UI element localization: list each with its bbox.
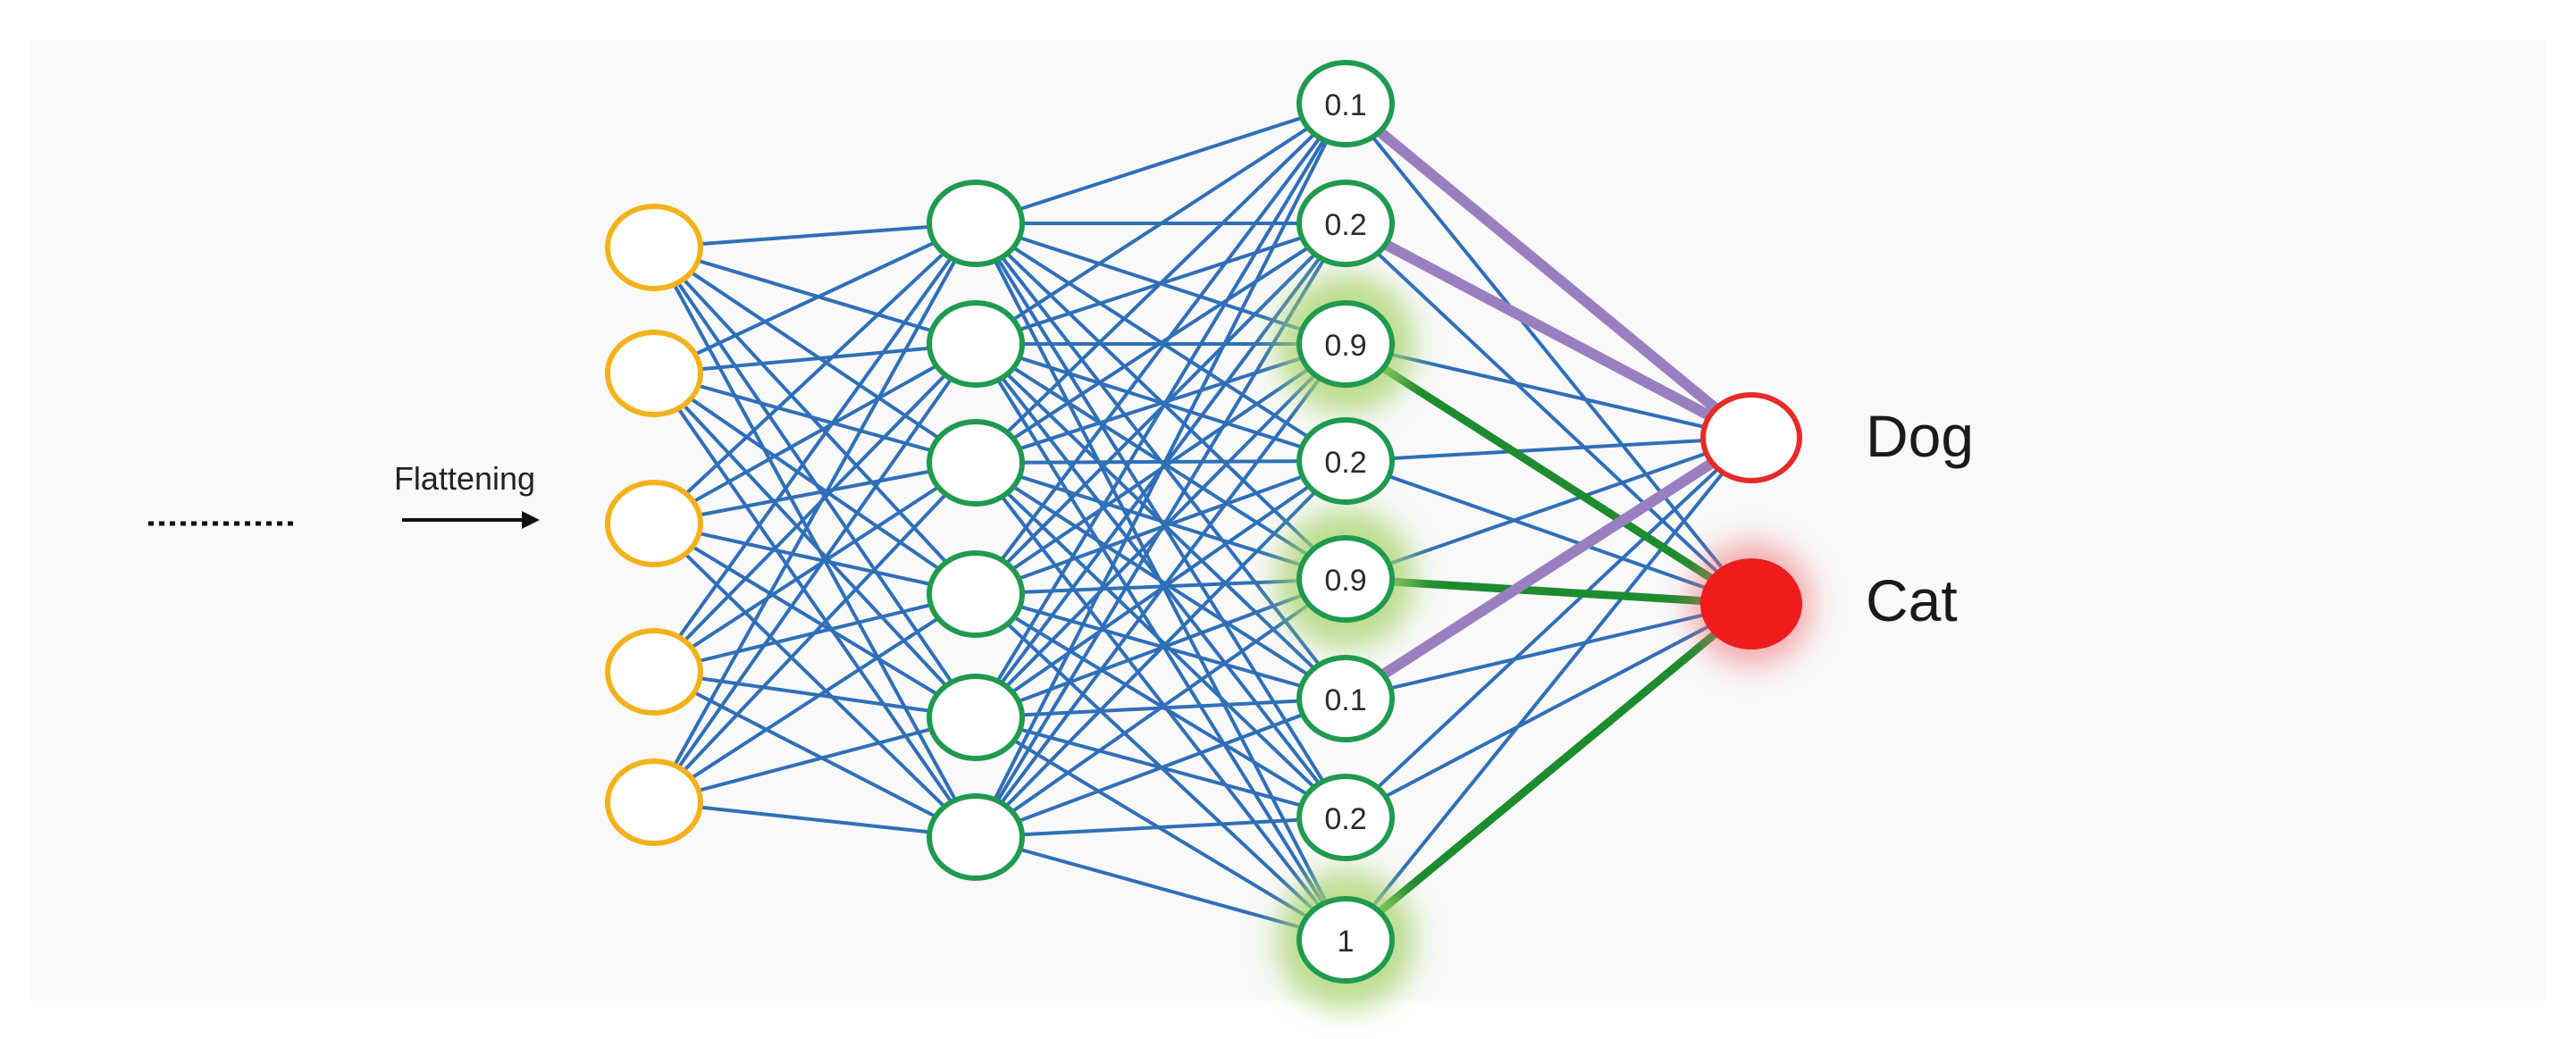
edge-input-0-hidden1-3 — [652, 246, 978, 596]
hidden1-neuron — [927, 180, 1025, 267]
edge-hidden1-0-hidden2-0 — [974, 102, 1347, 225]
edge-input-4-hidden1-4 — [652, 716, 978, 804]
input-neuron — [605, 330, 703, 417]
edge-input-1-hidden1-5 — [652, 372, 978, 839]
hidden2-value: 1 — [1338, 925, 1355, 959]
input-neuron — [605, 480, 703, 567]
edge-input-4-hidden1-1 — [652, 342, 978, 804]
hidden2-neuron — [1296, 417, 1395, 505]
hidden2-neuron — [1296, 300, 1395, 388]
edge-input-4-hidden1-5 — [652, 800, 978, 839]
edge-input-2-hidden1-5 — [652, 522, 978, 839]
hidden2-neuron — [1296, 774, 1395, 861]
edge-input-0-hidden1-0 — [652, 222, 978, 249]
hidden2-neuron — [1296, 535, 1395, 623]
edge-hidden1-2-hidden2-0 — [974, 102, 1347, 465]
edge-input-1-hidden1-1 — [652, 342, 978, 375]
edge-hidden2-6-output-0 — [1344, 436, 1753, 819]
edge-input-1-hidden1-2 — [652, 372, 978, 465]
edge-hidden1-2-hidden2-7 — [974, 461, 1347, 942]
edge-hidden1-5-hidden2-6 — [974, 816, 1347, 839]
neurons: 0.1 0.2 0.9 0.2 0.9 0.1 0.2 1 — [605, 60, 1802, 984]
hidden2-value: 0.9 — [1324, 329, 1366, 363]
input-neuron — [605, 758, 703, 846]
edge-input-1-hidden1-4 — [652, 372, 978, 719]
edge-input-4-hidden1-0 — [652, 222, 978, 804]
edge-hidden2-3-output-0 — [1344, 436, 1753, 463]
edge-hidden1-3-hidden2-0 — [974, 102, 1347, 596]
edge-input-2-hidden1-1 — [652, 342, 978, 525]
edge-hidden1-5-hidden2-3 — [974, 459, 1347, 839]
hidden1-neuron — [927, 550, 1025, 638]
edge-hidden1-5-hidden2-4 — [974, 577, 1347, 839]
flattening-arrow — [402, 511, 540, 529]
edge-hidden2-5-output-0 — [1340, 432, 1757, 704]
edge-input-3-hidden1-5 — [652, 670, 978, 839]
edge-input-0-hidden1-1 — [652, 246, 978, 346]
edge-hidden2-4-output-0 — [1344, 436, 1753, 581]
hidden2-value: 0.2 — [1324, 446, 1366, 480]
hidden2-value: 0.1 — [1324, 88, 1366, 122]
edge-hidden2-2-output-1 — [1341, 339, 1756, 608]
edge-hidden2-7-output-0 — [1344, 436, 1753, 942]
edge-hidden1-1-hidden2-0 — [974, 102, 1347, 346]
output-label-dog: Dog — [1866, 403, 1974, 469]
edge-hidden2-6-output-1 — [1344, 602, 1753, 819]
flattening-label: Flattening — [394, 460, 535, 497]
hidden2-neuron — [1296, 655, 1395, 742]
output-connections — [1340, 98, 1757, 944]
hidden2-neuron — [1296, 180, 1395, 267]
edge-hidden1-2-hidden2-3 — [974, 459, 1347, 465]
hidden1-neuron — [927, 674, 1025, 761]
edge-input-2-hidden1-4 — [652, 522, 978, 719]
input-neuron — [605, 204, 703, 291]
hidden1-neuron — [927, 300, 1025, 388]
edge-input-3-hidden1-1 — [652, 342, 978, 674]
edge-input-3-hidden1-0 — [652, 222, 978, 674]
hidden2-value: 0.2 — [1324, 802, 1366, 836]
output-label-cat: Cat — [1866, 567, 1958, 633]
edge-input-3-hidden1-2 — [652, 461, 978, 674]
input-neuron — [605, 628, 703, 716]
edge-input-4-hidden1-3 — [652, 592, 978, 804]
hidden2-value: 0.1 — [1324, 683, 1366, 717]
edge-hidden2-0-output-0 — [1340, 98, 1757, 443]
hidden2-value: 0.2 — [1324, 208, 1366, 242]
edge-input-2-hidden1-0 — [652, 222, 978, 525]
output-neuron-dog — [1700, 392, 1802, 483]
edge-input-1-hidden1-3 — [652, 372, 978, 596]
edge-hidden2-1-output-1 — [1344, 222, 1753, 606]
edge-hidden2-7-output-1 — [1341, 599, 1756, 944]
edge-input-2-hidden1-3 — [652, 522, 978, 596]
connections — [652, 102, 1753, 942]
hidden2-neuron — [1296, 60, 1395, 147]
edge-hidden1-5-hidden2-2 — [974, 342, 1347, 839]
edge-input-2-hidden1-2 — [652, 461, 978, 525]
edge-hidden1-2-hidden2-1 — [974, 222, 1347, 465]
edge-input-0-hidden1-2 — [652, 246, 978, 465]
edge-input-3-hidden1-4 — [652, 670, 978, 719]
edge-hidden1-2-hidden2-5 — [974, 461, 1347, 700]
edge-input-4-hidden1-2 — [652, 461, 978, 804]
edge-hidden2-5-output-1 — [1344, 602, 1753, 700]
edge-input-1-hidden1-0 — [652, 222, 978, 375]
edge-hidden1-2-hidden2-6 — [974, 461, 1347, 819]
edge-hidden1-5-hidden2-5 — [974, 697, 1347, 839]
edge-hidden2-1-output-0 — [1340, 218, 1757, 443]
hidden2-value: 0.9 — [1324, 564, 1366, 598]
edge-hidden1-4-hidden2-0 — [974, 102, 1347, 719]
hidden2-neuron — [1296, 896, 1395, 984]
output-neuron-cat — [1700, 558, 1802, 649]
edge-hidden1-5-hidden2-0 — [974, 102, 1347, 839]
hidden1-neuron — [927, 793, 1025, 881]
edge-hidden2-3-output-1 — [1344, 459, 1753, 606]
edge-input-0-hidden1-5 — [652, 246, 978, 839]
hidden1-neuron — [927, 419, 1025, 507]
edge-hidden1-3-hidden2-6 — [974, 592, 1347, 819]
